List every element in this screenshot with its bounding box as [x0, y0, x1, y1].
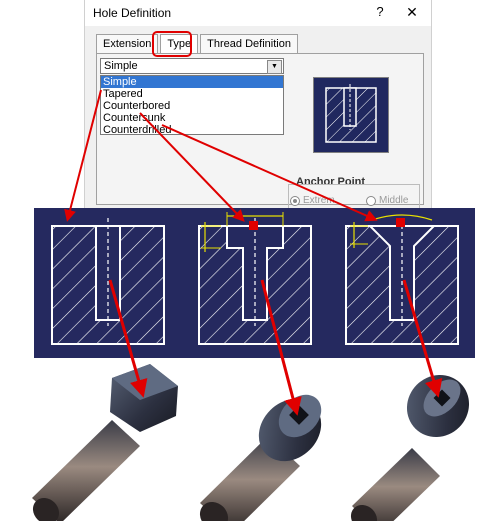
- hole-type-dropdown: Simple Tapered Counterbored Countersunk …: [100, 75, 284, 136]
- chevron-down-icon[interactable]: ▼: [267, 60, 282, 74]
- option-counterbored[interactable]: Counterbored: [103, 100, 171, 112]
- screw-renders: [0, 358, 495, 524]
- radio-extremity-indicator[interactable]: [290, 195, 300, 206]
- option-simple[interactable]: Simple: [101, 76, 283, 88]
- simple-hole-diagram: [34, 208, 181, 358]
- hole-type-diagrams: [34, 208, 475, 358]
- hole-preview-image: [313, 77, 389, 153]
- title-bar: Hole Definition ? ✕: [85, 0, 431, 26]
- type-tab-highlight: [152, 31, 192, 57]
- socket-head-screw: [199, 394, 322, 524]
- tab-extension[interactable]: Extension: [96, 34, 159, 53]
- option-counterdrilled[interactable]: Counterdrilled: [103, 124, 172, 136]
- dialog-title: Hole Definition: [93, 6, 172, 20]
- counterbored-hole-diagram: [181, 208, 328, 358]
- radio-extremity-label: Extrem: [303, 195, 335, 206]
- tab-thread-definition[interactable]: Thread Definition: [200, 34, 298, 53]
- countersunk-hole-diagram: [328, 208, 475, 358]
- radio-middle[interactable]: Middle: [366, 195, 408, 206]
- tab-type[interactable]: Type: [160, 34, 199, 53]
- close-button[interactable]: ✕: [406, 4, 418, 20]
- radio-middle-indicator[interactable]: [366, 195, 376, 206]
- hole-type-select[interactable]: Simple ▼: [100, 58, 284, 74]
- radio-extremity[interactable]: Extrem: [290, 195, 335, 206]
- hex-head-screw: [32, 364, 178, 524]
- tab-strip: Extension Type Thread Definition: [96, 34, 298, 54]
- radio-middle-label: Middle: [379, 195, 409, 206]
- option-countersunk[interactable]: Countersunk: [103, 112, 166, 124]
- countersunk-screw: [350, 374, 470, 524]
- option-tapered[interactable]: Tapered: [103, 88, 143, 100]
- help-button[interactable]: ?: [376, 4, 384, 19]
- hole-type-value: Simple: [104, 60, 138, 72]
